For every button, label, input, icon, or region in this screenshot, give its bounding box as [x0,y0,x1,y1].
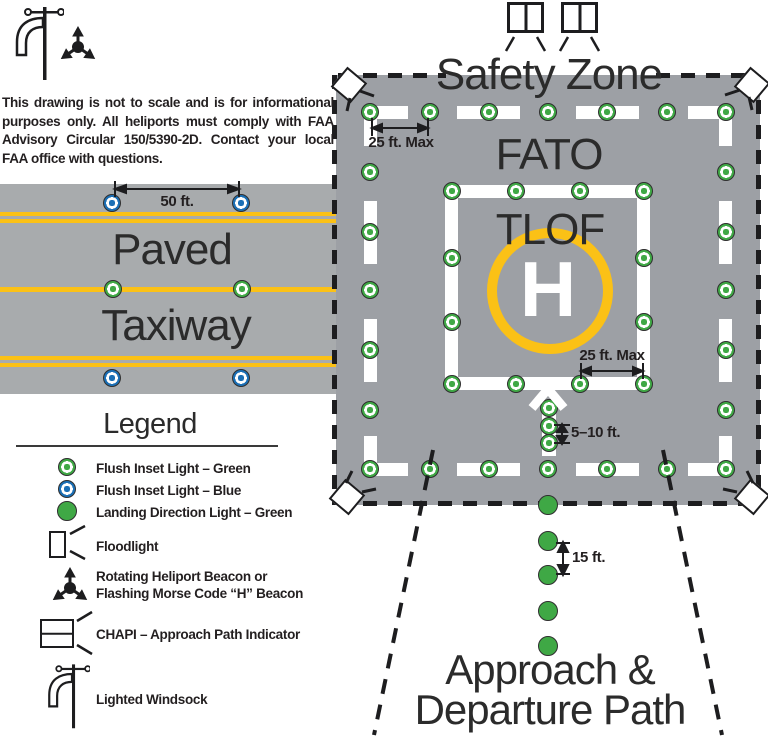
flush-inset-light-green [361,460,379,478]
safety-zone-boundary-left [332,75,337,505]
landing-direction-light-green [538,601,558,621]
flush-inset-light-green [717,223,735,241]
flush-inset-light-green [571,182,589,200]
legend-item-label: Flush Inset Light – Blue [96,483,242,498]
legend-floodlight-icon [49,531,66,558]
flush-inset-light-green [717,281,735,299]
flush-inset-light-green [443,182,461,200]
flush-inset-light-green [635,249,653,267]
taxiway-edge-line [0,219,336,223]
taxiway-label: Taxiway [101,301,251,350]
disclaimer-text: This drawing is not to scale and is for … [2,95,334,166]
heliport-beacon-icon [58,25,98,64]
chapi-beam-ticks [504,36,601,52]
chapi-unit-icon [507,2,544,33]
legend-windsock-icon [48,663,90,730]
flush-inset-light-green [539,460,557,478]
paved-label: Paved [112,225,233,274]
dim-25ft-fato-label: 25 ft. Max [368,134,434,151]
flush-inset-light-blue [103,369,121,387]
legend-item-label: Landing Direction Light – Green [96,505,293,520]
safety-zone-boundary-right [756,75,761,505]
flush-inset-light-green [104,280,122,298]
legend-chapi-icon [40,619,74,648]
flush-inset-light-green [443,313,461,331]
taxiway-edge-line [0,356,336,360]
safety-zone-label: Safety Zone [435,50,663,99]
flush-inset-light-green [361,223,379,241]
flush-inset-light-green [361,103,379,121]
flush-inset-light-blue [232,369,250,387]
flush-inset-light-green [540,434,558,452]
flush-inset-light-green [361,341,379,359]
flush-inset-light-green [443,249,461,267]
dim-15ft-label: 15 ft. [572,549,606,566]
legend-landing-light-icon [57,501,77,521]
taxiway-centerline [0,287,336,292]
taxiway-edge-line [0,212,336,216]
flush-inset-light-green [421,103,439,121]
flush-inset-light-green [635,313,653,331]
flush-inset-light-green [598,460,616,478]
flush-inset-light-green [658,460,676,478]
h-marking-circle [487,228,613,354]
safety-zone-boundary-top [656,73,758,78]
flush-inset-light-blue [232,194,250,212]
legend-item-label: Rotating Heliport Beacon or [96,569,268,584]
flush-inset-light-green [233,280,251,298]
dim-50ft-label: 50 ft. [160,193,194,210]
approach-path-label-line2: Departure Path [414,686,687,733]
legend-item-label: CHAPI – Approach Path Indicator [96,627,300,642]
landing-direction-light-green [538,636,558,656]
landing-direction-light-green [538,565,558,585]
fato-label: FATO [495,130,604,179]
flush-inset-light-green [658,103,676,121]
legend-title: Legend [103,408,197,440]
flush-inset-light-green [507,182,525,200]
flush-inset-light-green [571,375,589,393]
legend-flush-green-icon [58,458,76,476]
flush-inset-light-green [507,375,525,393]
flush-inset-light-green [717,341,735,359]
flush-inset-light-green [598,103,616,121]
tlof-label: TLOF [495,205,605,254]
flush-inset-light-green [635,182,653,200]
legend-item-label: Flashing Morse Code “H” Beacon [96,586,304,601]
flush-inset-light-green [421,460,439,478]
flush-inset-light-green [717,103,735,121]
flush-inset-light-green [717,401,735,419]
legend-divider [16,445,278,447]
flush-inset-light-green [443,375,461,393]
flush-inset-light-green [717,163,735,181]
flush-inset-light-green [361,401,379,419]
windsock-icon [15,5,64,82]
flush-inset-light-green [539,103,557,121]
legend-item-label: Lighted Windsock [96,692,208,707]
safety-zone-boundary-top [338,73,446,78]
flush-inset-light-green [480,103,498,121]
legend-beacon-icon [50,566,90,605]
dim-25ft-tlof-label: 25 ft. Max [579,347,645,364]
flush-inset-light-green [717,460,735,478]
flush-inset-light-green [480,460,498,478]
legend-item-label: Flush Inset Light – Green [96,461,251,476]
taxiway-edge-line [0,363,336,367]
legend-item-label: Floodlight [96,539,159,554]
flush-inset-light-green [540,399,558,417]
flush-inset-light-green [361,163,379,181]
flush-inset-light-green [635,375,653,393]
tlof-perimeter-marking [445,185,650,390]
dim-5-10ft-label: 5–10 ft. [571,424,621,441]
legend-flush-blue-icon [58,480,76,498]
h-marking-letter: H [519,244,577,333]
flush-inset-light-green [361,281,379,299]
chapi-unit-icon [561,2,598,33]
landing-direction-light-green [538,495,558,515]
flush-inset-light-blue [103,194,121,212]
flush-inset-light-green [540,417,558,435]
landing-direction-light-green [538,531,558,551]
